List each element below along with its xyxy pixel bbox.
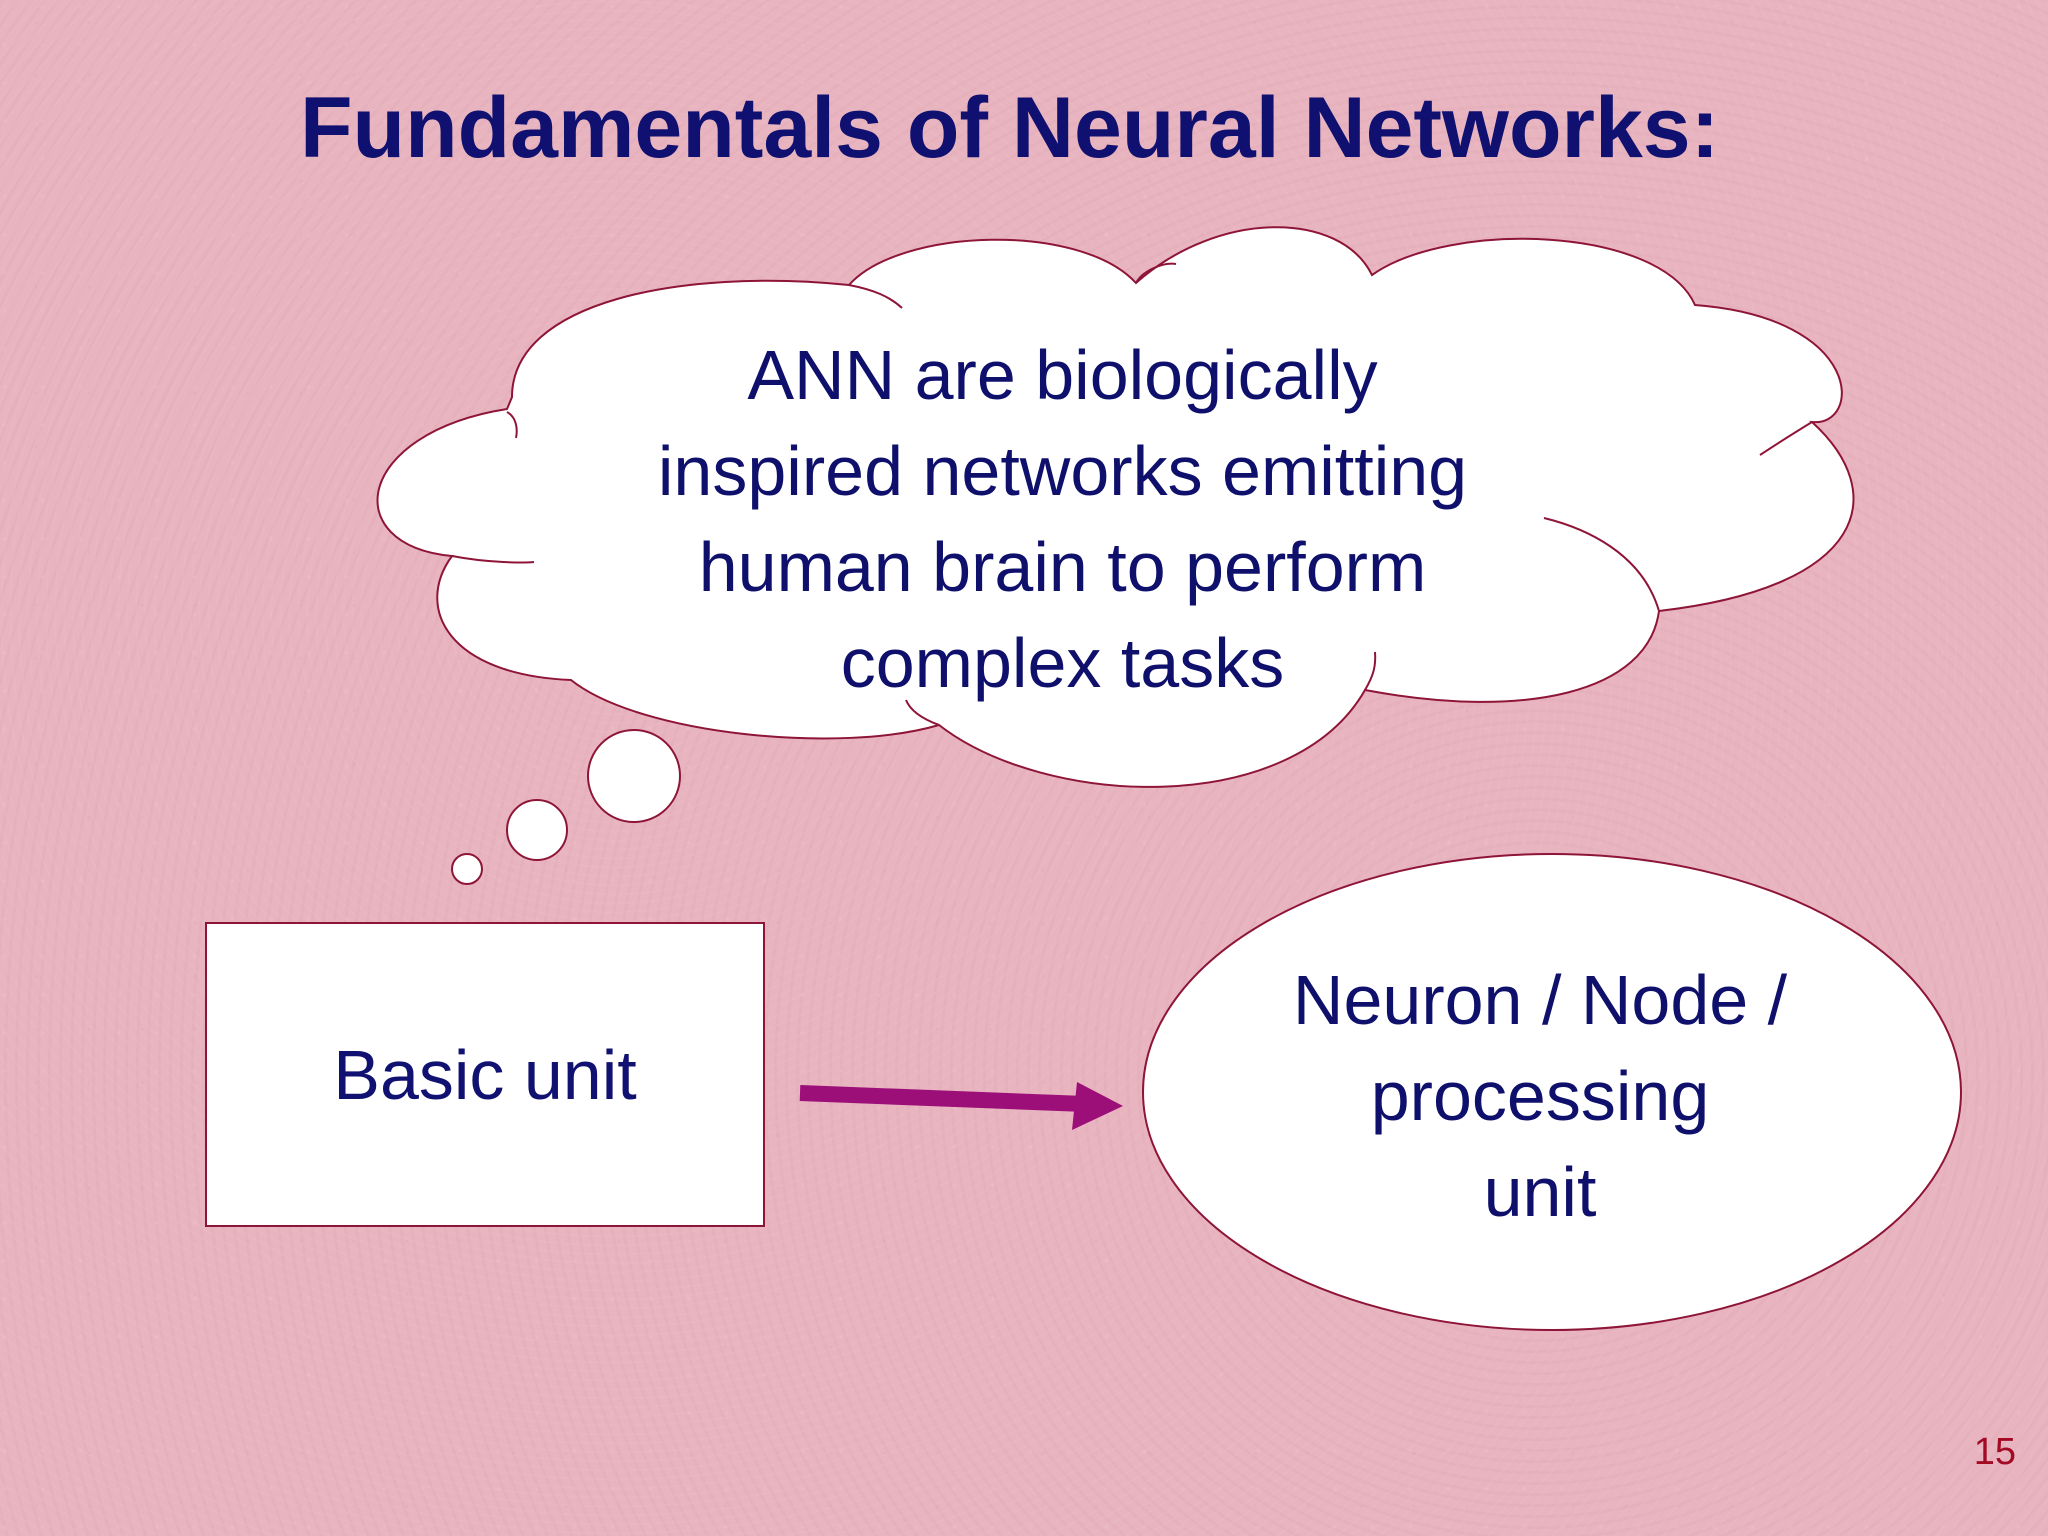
neuron-text-line-3: unit	[1483, 1153, 1597, 1231]
thought-cloud	[376, 226, 1855, 885]
thought-bubble-small	[451, 853, 483, 885]
cloud-inner-curve-top-middle	[848, 284, 903, 309]
cloud-inner-curve-lower-left	[451, 555, 535, 564]
page-number: 15	[1973, 1431, 2016, 1473]
thought-cloud-line-3: human brain to perform	[698, 528, 1427, 606]
neuron-ellipse-shape	[1142, 853, 1962, 1331]
thought-cloud-line-4: complex tasks	[840, 624, 1285, 702]
thought-cloud-shape	[376, 226, 1855, 788]
neuron-ellipse-text: Neuron / Node / processing unit	[1180, 952, 1900, 1240]
cloud-inner-curve-top-left	[506, 411, 518, 439]
thought-bubble-medium	[506, 799, 568, 861]
cloud-inner-curve-top-right	[1135, 262, 1177, 284]
neuron-text-line-1: Neuron / Node /	[1292, 961, 1788, 1039]
arrow-head	[1072, 1082, 1123, 1130]
right-arrow-icon	[799, 1082, 1123, 1130]
cloud-inner-curve-lower-right	[1543, 517, 1660, 612]
basic-unit-label: Basic unit	[333, 1035, 637, 1114]
thought-cloud-line-1: ANN are biologically	[747, 336, 1378, 414]
neuron-text-line-2: processing	[1370, 1057, 1710, 1135]
cloud-inner-curve-right	[1759, 421, 1813, 456]
slide-title: Fundamentals of Neural Networks:	[300, 80, 1720, 176]
cloud-inner-curve-bottom-right	[1364, 651, 1377, 691]
basic-unit-box: Basic unit	[205, 922, 765, 1227]
thought-bubble-large	[587, 729, 681, 823]
thought-cloud-line-2: inspired networks emitting	[657, 432, 1468, 510]
arrow-shaft	[799, 1085, 1086, 1112]
cloud-inner-curve-bottom-middle	[905, 699, 940, 726]
thought-cloud-text: ANN are biologically inspired networks e…	[565, 327, 1560, 711]
